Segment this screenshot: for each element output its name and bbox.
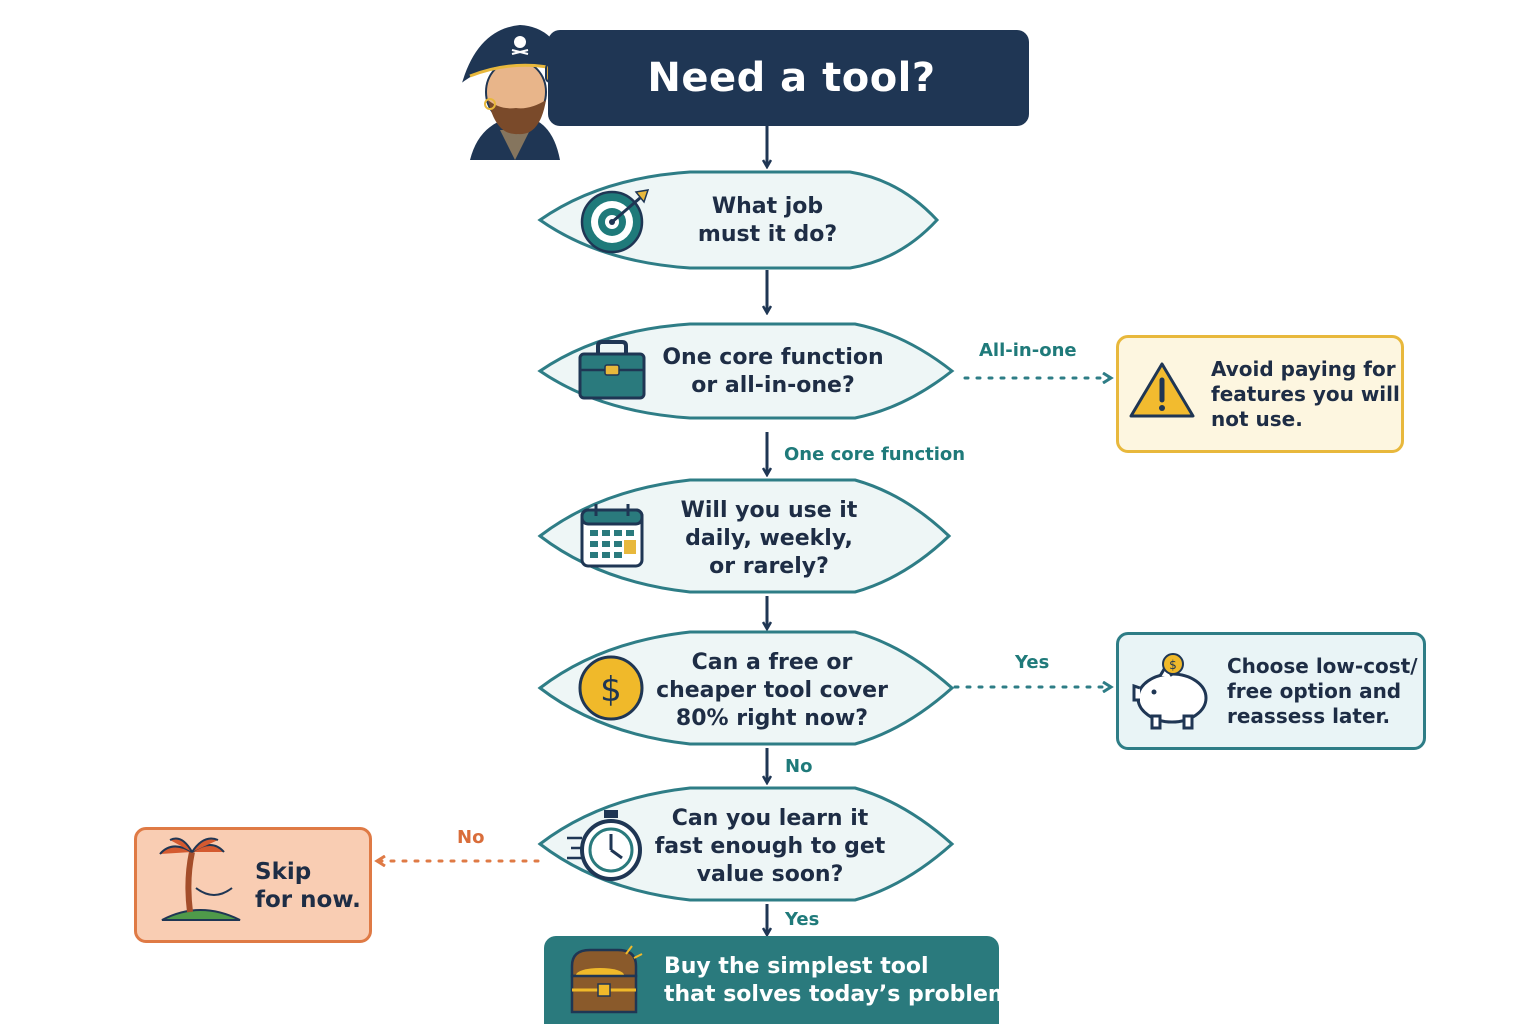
page-title: Need a tool? (647, 55, 936, 101)
outcome-buy-text: Buy the simplest tool that solves today’… (664, 954, 1020, 1007)
outcome-warning-text: Avoid paying for features you will not u… (1211, 357, 1400, 431)
svg-text:$: $ (600, 670, 622, 710)
calendar-icon (580, 504, 644, 568)
label-no-free: No (785, 756, 813, 777)
label-yes-learn: Yes (785, 909, 820, 930)
outcome-skip-text: Skip for now. (255, 859, 361, 913)
toolbox-icon (578, 340, 646, 400)
label-one-core-function: One core function (784, 444, 966, 465)
pirate-mascot-icon (462, 24, 615, 160)
dollar-coin-icon: $ (578, 655, 644, 721)
stopwatch-icon (567, 810, 642, 881)
label-all-in-one: All-in-one (979, 340, 1077, 361)
label-no-learn: No (457, 827, 485, 848)
decision-shape-free (537, 630, 955, 746)
title-box: Need a tool? (548, 30, 1029, 126)
label-yes-free: Yes (1015, 652, 1050, 673)
target-icon (580, 189, 650, 254)
decision-shape-learn (537, 786, 955, 902)
outcome-low-cost-text: Choose low-cost/ free option and reasses… (1227, 654, 1418, 728)
